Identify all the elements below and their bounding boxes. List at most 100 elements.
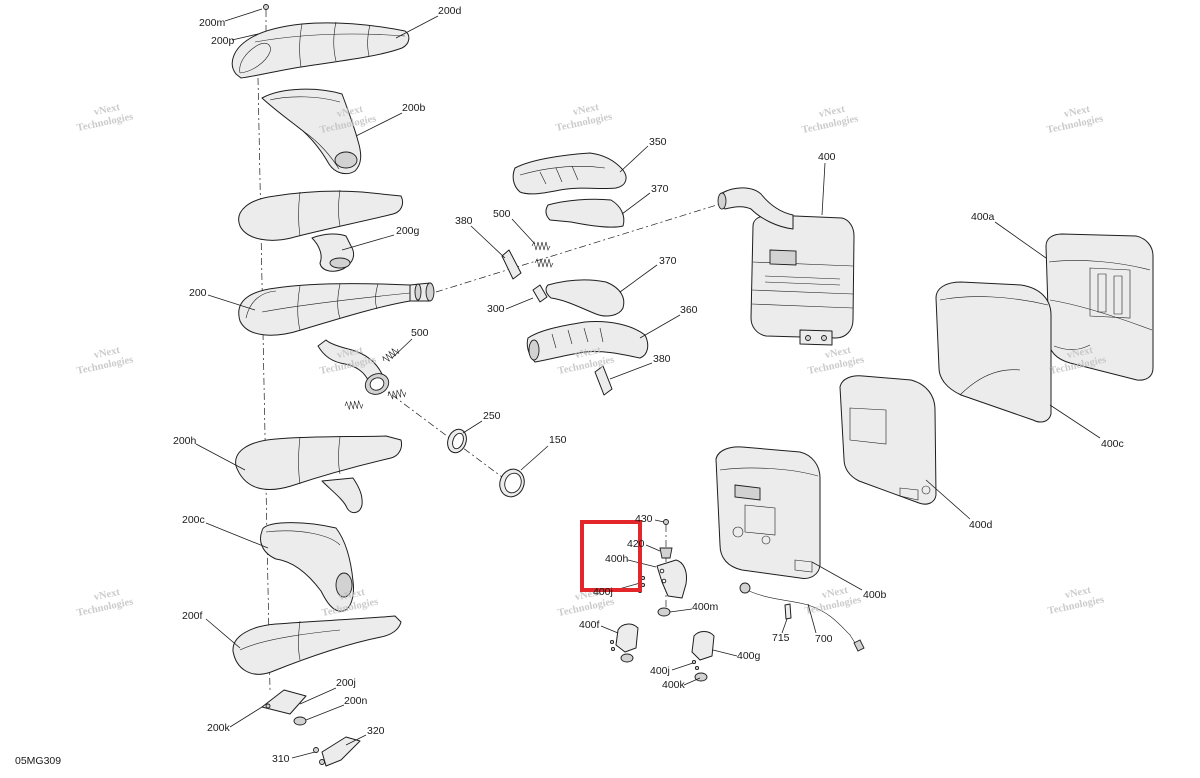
screw-310: [313, 747, 319, 753]
detail-line: [298, 436, 341, 485]
callout-715[interactable]: 715: [772, 632, 790, 644]
part-715-clamp: [784, 603, 792, 620]
callout-400b[interactable]: 400b: [863, 589, 887, 601]
callout-350[interactable]: 350: [649, 136, 667, 148]
inlet-flange: [717, 192, 727, 210]
callout-400a[interactable]: 400a: [971, 211, 995, 223]
leader-line: [195, 8, 549, 759]
part-outline: [235, 435, 402, 490]
callout-200d[interactable]: 200d: [438, 5, 462, 17]
part-outline: [615, 623, 639, 653]
callout-200j[interactable]: 200j: [336, 677, 356, 689]
callout-200f[interactable]: 200f: [182, 610, 203, 622]
part-200b-shield: [261, 88, 362, 175]
muffler-bracket: [799, 329, 833, 346]
callout-400c[interactable]: 400c: [1101, 438, 1124, 450]
detail-line: [299, 21, 371, 68]
screw-400j: [691, 659, 697, 665]
part-200-exhaust-pipe: [238, 282, 435, 336]
spring: [382, 348, 400, 362]
callout-400d[interactable]: 400d: [969, 519, 993, 531]
grommet: [620, 653, 634, 663]
callout-320[interactable]: 320: [367, 725, 385, 737]
part-400f-bracket: [609, 623, 639, 663]
callout-200[interactable]: 200: [189, 287, 207, 299]
part-500-springs: [531, 241, 554, 268]
sensor-head: [739, 582, 751, 594]
callout-400[interactable]: 400: [818, 151, 836, 163]
part-370-lower-clamp: [545, 279, 625, 317]
part-outline: [321, 736, 361, 767]
callout-700[interactable]: 700: [815, 633, 833, 645]
part-outline: [659, 547, 673, 559]
callout-200g[interactable]: 200g: [396, 225, 420, 237]
callout-370-lower[interactable]: 370: [659, 255, 677, 267]
detail-line: [939, 296, 1049, 396]
callout-200b[interactable]: 200b: [402, 102, 426, 114]
lower-piece: [321, 477, 363, 513]
callout-200p[interactable]: 200p: [211, 35, 235, 47]
callout-400m[interactable]: 400m: [692, 601, 719, 613]
part-250-gasket: [447, 428, 467, 454]
callout-360[interactable]: 360: [680, 304, 698, 316]
callout-310[interactable]: 310: [272, 753, 290, 765]
part-outline: [238, 190, 404, 241]
callout-430[interactable]: 430: [635, 513, 653, 525]
elbow-to-ring-line: [379, 385, 507, 481]
part-380-upper-tab: [501, 249, 522, 280]
detail-hole: [732, 526, 744, 538]
bracket-hole: [659, 568, 665, 574]
ring-inner: [452, 432, 464, 450]
grommet: [657, 607, 671, 617]
screw-head: [263, 4, 269, 10]
callout-200c[interactable]: 200c: [182, 514, 205, 526]
part-150-gasket: [499, 468, 525, 498]
detail-line: [1089, 267, 1131, 319]
watermark-line1: vNext: [824, 345, 852, 361]
detail-line: [239, 620, 341, 661]
part-outline: [715, 446, 821, 579]
callout-400f[interactable]: 400f: [579, 619, 600, 631]
callout-400k[interactable]: 400k: [662, 679, 686, 691]
callout-300[interactable]: 300: [487, 303, 505, 315]
callout-400j-lower[interactable]: 400j: [650, 665, 670, 677]
detail-line: [254, 33, 406, 43]
callout-370-upper[interactable]: 370: [651, 183, 669, 195]
bolt-head: [663, 519, 669, 525]
elbow-and-springs: [317, 339, 406, 410]
watermark-line1: vNext: [818, 104, 846, 120]
part-200h-shield: [235, 435, 402, 513]
leader-line: [470, 145, 681, 380]
part-370-upper-clamp: [545, 198, 625, 228]
elbow-opening: [369, 377, 385, 391]
opening: [335, 572, 353, 598]
detail-hole: [921, 485, 931, 495]
watermark-line1: vNext: [338, 587, 366, 603]
detail-plate: [734, 484, 761, 501]
part-outline: [594, 365, 613, 396]
callout-380-upper[interactable]: 380: [455, 215, 473, 227]
part-350-shield: [512, 152, 627, 195]
callout-200n[interactable]: 200n: [344, 695, 368, 707]
callout-400g[interactable]: 400g: [737, 650, 761, 662]
part-300-clip: [532, 284, 548, 303]
callout-150[interactable]: 150: [549, 434, 567, 446]
callout-400h[interactable]: 400h: [605, 553, 629, 565]
callout-500-upper[interactable]: 500: [493, 208, 511, 220]
detail-line: [849, 407, 919, 501]
callout-200m[interactable]: 200m: [199, 17, 226, 29]
part-outline: [784, 603, 792, 620]
callout-500-left[interactable]: 500: [411, 327, 429, 339]
callout-250[interactable]: 250: [483, 410, 501, 422]
part-400g-bracket: [691, 631, 715, 682]
spring: [344, 400, 364, 410]
callout-400j-upper[interactable]: 400j: [593, 586, 613, 598]
callout-200k[interactable]: 200k: [207, 722, 231, 734]
part-outline: [1045, 233, 1154, 381]
callout-420[interactable]: 420: [627, 538, 645, 550]
callout-200h[interactable]: 200h: [173, 435, 197, 447]
part-380-lower-tab: [594, 365, 613, 396]
callout-380-lower[interactable]: 380: [653, 353, 671, 365]
